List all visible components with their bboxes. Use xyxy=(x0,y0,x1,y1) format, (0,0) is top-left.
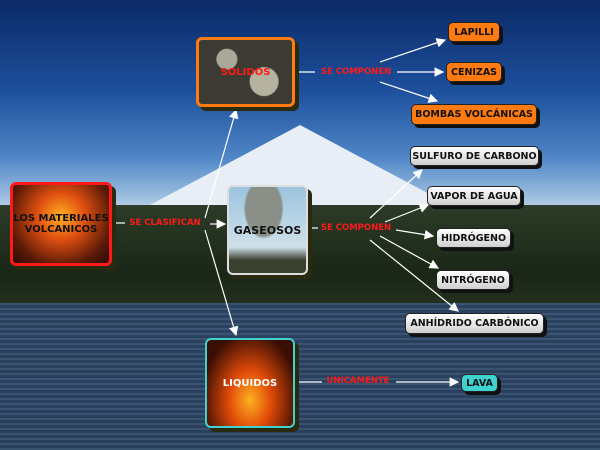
link-se-componen-gaseosos: SE COMPONEN xyxy=(320,223,392,233)
node-lava[interactable]: LAVA xyxy=(461,374,498,392)
gaseosos-label: GASEOSOS xyxy=(233,223,302,237)
solidos-label: SOLIDOS xyxy=(220,66,271,78)
node-nitrogeno[interactable]: NITRÓGENO xyxy=(436,270,510,290)
link-se-componen-solidos: SE COMPONEN xyxy=(320,67,392,77)
root-node[interactable]: LOS MATERIALES VOLCANICOS xyxy=(10,182,112,266)
node-sulfuro-de-carbono[interactable]: SULFURO DE CARBONO xyxy=(410,146,539,166)
node-cenizas[interactable]: CENIZAS xyxy=(446,62,502,82)
node-bombas-volcanicas[interactable]: BOMBAS VOLCÁNICAS xyxy=(411,104,537,125)
node-lapilli[interactable]: LAPILLI xyxy=(448,22,500,42)
node-vapor-de-agua[interactable]: VAPOR DE AGUA xyxy=(427,186,521,206)
root-label: LOS MATERIALES VOLCANICOS xyxy=(13,213,109,235)
liquidos-node[interactable]: LIQUIDOS xyxy=(205,338,295,428)
gaseosos-node[interactable]: GASEOSOS xyxy=(227,185,308,275)
liquidos-label: LIQUIDOS xyxy=(222,377,278,389)
node-hidrogeno[interactable]: HIDRÓGENO xyxy=(436,228,511,248)
node-anhidrido-carbonico[interactable]: ANHÍDRIDO CARBÓNICO xyxy=(405,313,544,334)
link-se-clasifican: SE CLASIFICAN xyxy=(129,218,201,228)
solidos-node[interactable]: SOLIDOS xyxy=(196,37,295,107)
link-unicamente: UNICAMENTE xyxy=(326,376,390,386)
